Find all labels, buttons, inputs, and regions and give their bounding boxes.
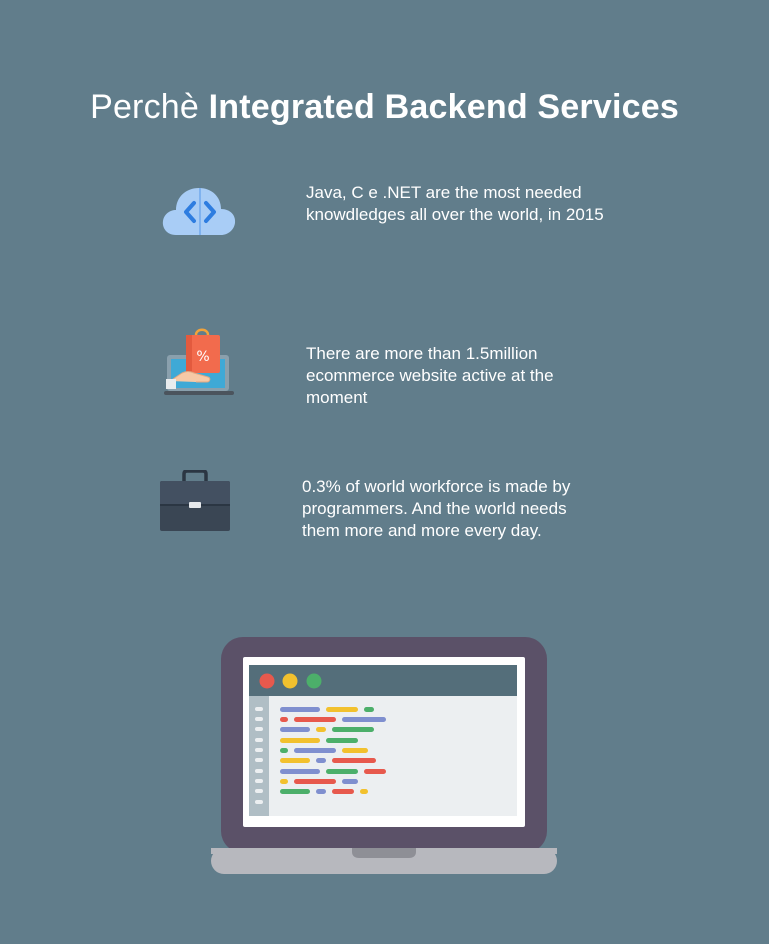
feature-text-3: 0.3% of world workforce is made by progr…	[302, 477, 571, 540]
page-title: Perchè Integrated Backend Services	[0, 85, 769, 129]
title-light: Perchè	[90, 87, 199, 126]
briefcase-icon	[159, 469, 231, 532]
ecommerce-laptop-icon: %	[162, 325, 236, 399]
percent-symbol: %	[196, 349, 209, 365]
title-bold: Integrated Backend Services	[208, 87, 679, 126]
feature-text-1: Java, C e .NET are the most needed knowd…	[306, 183, 604, 224]
feature-text-2: There are more than 1.5million ecommerce…	[306, 344, 554, 407]
cloud-code-icon	[160, 183, 238, 241]
laptop-code-editor-icon	[210, 636, 558, 876]
